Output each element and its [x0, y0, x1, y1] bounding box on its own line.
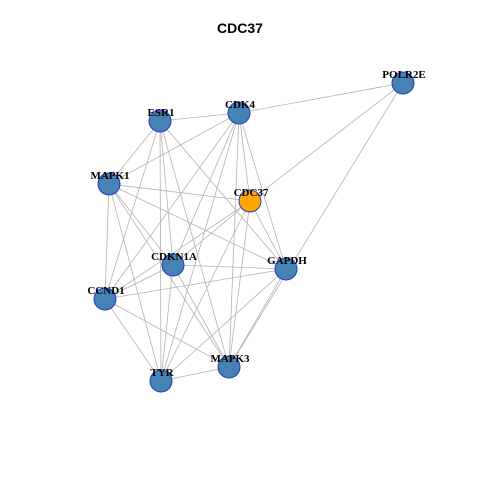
node-label-mapk1: MAPK1 [90, 170, 129, 182]
node-cdkn1a [161, 253, 185, 277]
edge-cdk4-cdc37 [238, 112, 251, 202]
edge-mapk1-cdkn1a [108, 183, 174, 266]
edge-cdc37-cdkn1a [172, 200, 251, 266]
edge-esr1-cdkn1a [159, 120, 174, 266]
node-esr1 [148, 109, 172, 133]
node-ccnd1 [93, 287, 117, 311]
edge-tyr-mapk3 [160, 366, 230, 382]
edge-mapk1-gapdh [108, 183, 287, 270]
edge-cdk4-cdkn1a [172, 112, 240, 266]
edge-cdkn1a-ccnd1 [104, 264, 174, 300]
edge-cdc37-mapk3 [228, 200, 251, 368]
edge-mapk1-ccnd1 [104, 183, 110, 300]
edge-cdkn1a-gapdh [172, 264, 287, 270]
edge-gapdh-ccnd1 [104, 268, 287, 300]
edge-mapk1-tyr [108, 183, 162, 382]
node-mapk1 [97, 172, 121, 196]
edge-polr2e-cdk4 [238, 82, 404, 114]
node-label-tyr: TYR [150, 367, 174, 379]
edge-ccnd1-mapk3 [104, 298, 230, 368]
node-polr2e [391, 71, 415, 95]
node-label-cdc37: CDC37 [234, 187, 269, 199]
node-label-gapdh: GAPDH [267, 255, 307, 267]
node-tyr [149, 369, 173, 393]
edge-cdk4-gapdh [238, 112, 287, 270]
node-cdc37 [238, 189, 262, 213]
edge-cdc37-tyr [160, 200, 251, 382]
nodes-layer [93, 71, 415, 393]
edge-cdc37-gapdh [249, 200, 287, 270]
edge-ccnd1-tyr [104, 298, 162, 382]
node-label-esr1: ESR1 [148, 107, 175, 119]
edge-mapk1-cdc37 [108, 183, 251, 202]
edge-polr2e-cdc37 [249, 82, 404, 202]
edge-gapdh-mapk3 [228, 268, 287, 368]
edge-cdc37-ccnd1 [104, 200, 251, 300]
node-label-cdkn1a: CDKN1A [151, 251, 197, 263]
edge-polr2e-mapk3 [228, 82, 404, 368]
edge-cdk4-ccnd1 [104, 112, 240, 300]
edge-esr1-mapk1 [108, 120, 161, 185]
edge-cdk4-tyr [160, 112, 240, 382]
node-label-cdk4: CDK4 [225, 99, 255, 111]
plot-title: CDC37 [217, 20, 263, 36]
edges-layer [104, 82, 404, 382]
node-label-polr2e: POLR2E [382, 69, 425, 81]
edge-esr1-cdk4 [159, 112, 240, 122]
edge-esr1-mapk3 [159, 120, 230, 368]
edge-cdk4-mapk3 [228, 112, 240, 368]
node-gapdh [274, 257, 298, 281]
node-label-ccnd1: CCND1 [87, 285, 124, 297]
edge-cdkn1a-tyr [160, 264, 174, 382]
node-label-mapk3: MAPK3 [210, 353, 250, 365]
edge-cdk4-mapk1 [108, 112, 240, 185]
node-cdk4 [227, 101, 251, 125]
edge-esr1-ccnd1 [104, 120, 161, 300]
edge-cdkn1a-mapk3 [172, 264, 230, 368]
node-mapk3 [217, 355, 241, 379]
edge-esr1-tyr [159, 120, 162, 382]
edge-gapdh-tyr [160, 268, 287, 382]
edge-esr1-gapdh [159, 120, 287, 270]
